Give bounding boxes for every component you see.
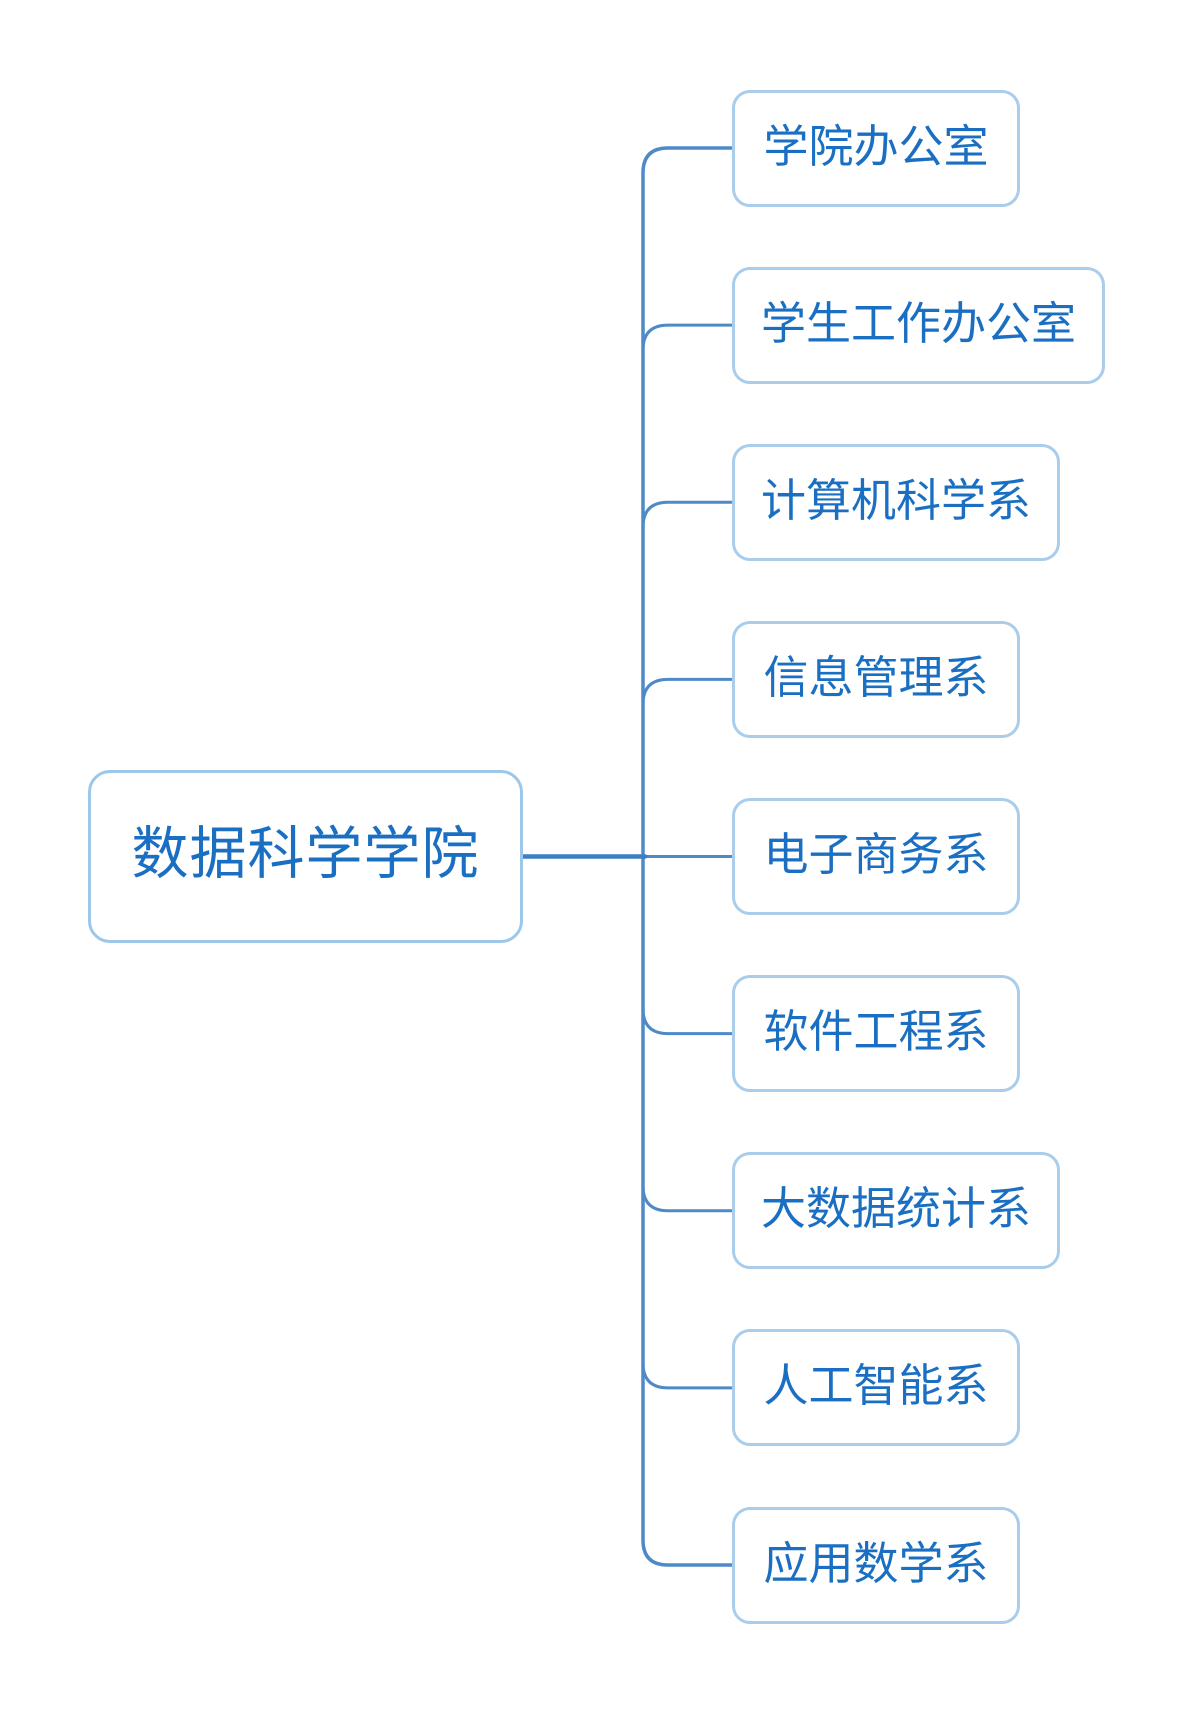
- child-node-9[interactable]: 应用数学系: [732, 1506, 1020, 1624]
- child-node-3[interactable]: 计算机科学系: [732, 443, 1060, 561]
- child-node-5[interactable]: 电子商务系: [732, 798, 1020, 915]
- child-node-2[interactable]: 学生工作办公室: [732, 266, 1105, 384]
- child-node-7[interactable]: 大数据统计系: [732, 1152, 1060, 1270]
- child-node-1[interactable]: 学院办公室: [732, 89, 1020, 207]
- child-node-label: 应用数学系: [763, 1537, 989, 1589]
- root-node-label: 数据科学学院: [131, 822, 480, 886]
- child-node-label: 学生工作办公室: [760, 297, 1076, 349]
- root-node[interactable]: 数据科学学院: [88, 770, 523, 943]
- child-node-label: 软件工程系: [763, 1006, 989, 1058]
- child-node-label: 信息管理系: [763, 651, 989, 703]
- child-node-4[interactable]: 信息管理系: [732, 620, 1020, 738]
- child-node-label: 电子商务系: [763, 829, 989, 880]
- child-node-6[interactable]: 软件工程系: [732, 975, 1020, 1093]
- child-node-label: 大数据统计系: [760, 1183, 1031, 1235]
- child-node-label: 学院办公室: [763, 120, 989, 172]
- child-node-8[interactable]: 人工智能系: [732, 1329, 1020, 1447]
- child-node-label: 人工智能系: [763, 1360, 989, 1412]
- child-node-label: 计算机科学系: [760, 474, 1031, 526]
